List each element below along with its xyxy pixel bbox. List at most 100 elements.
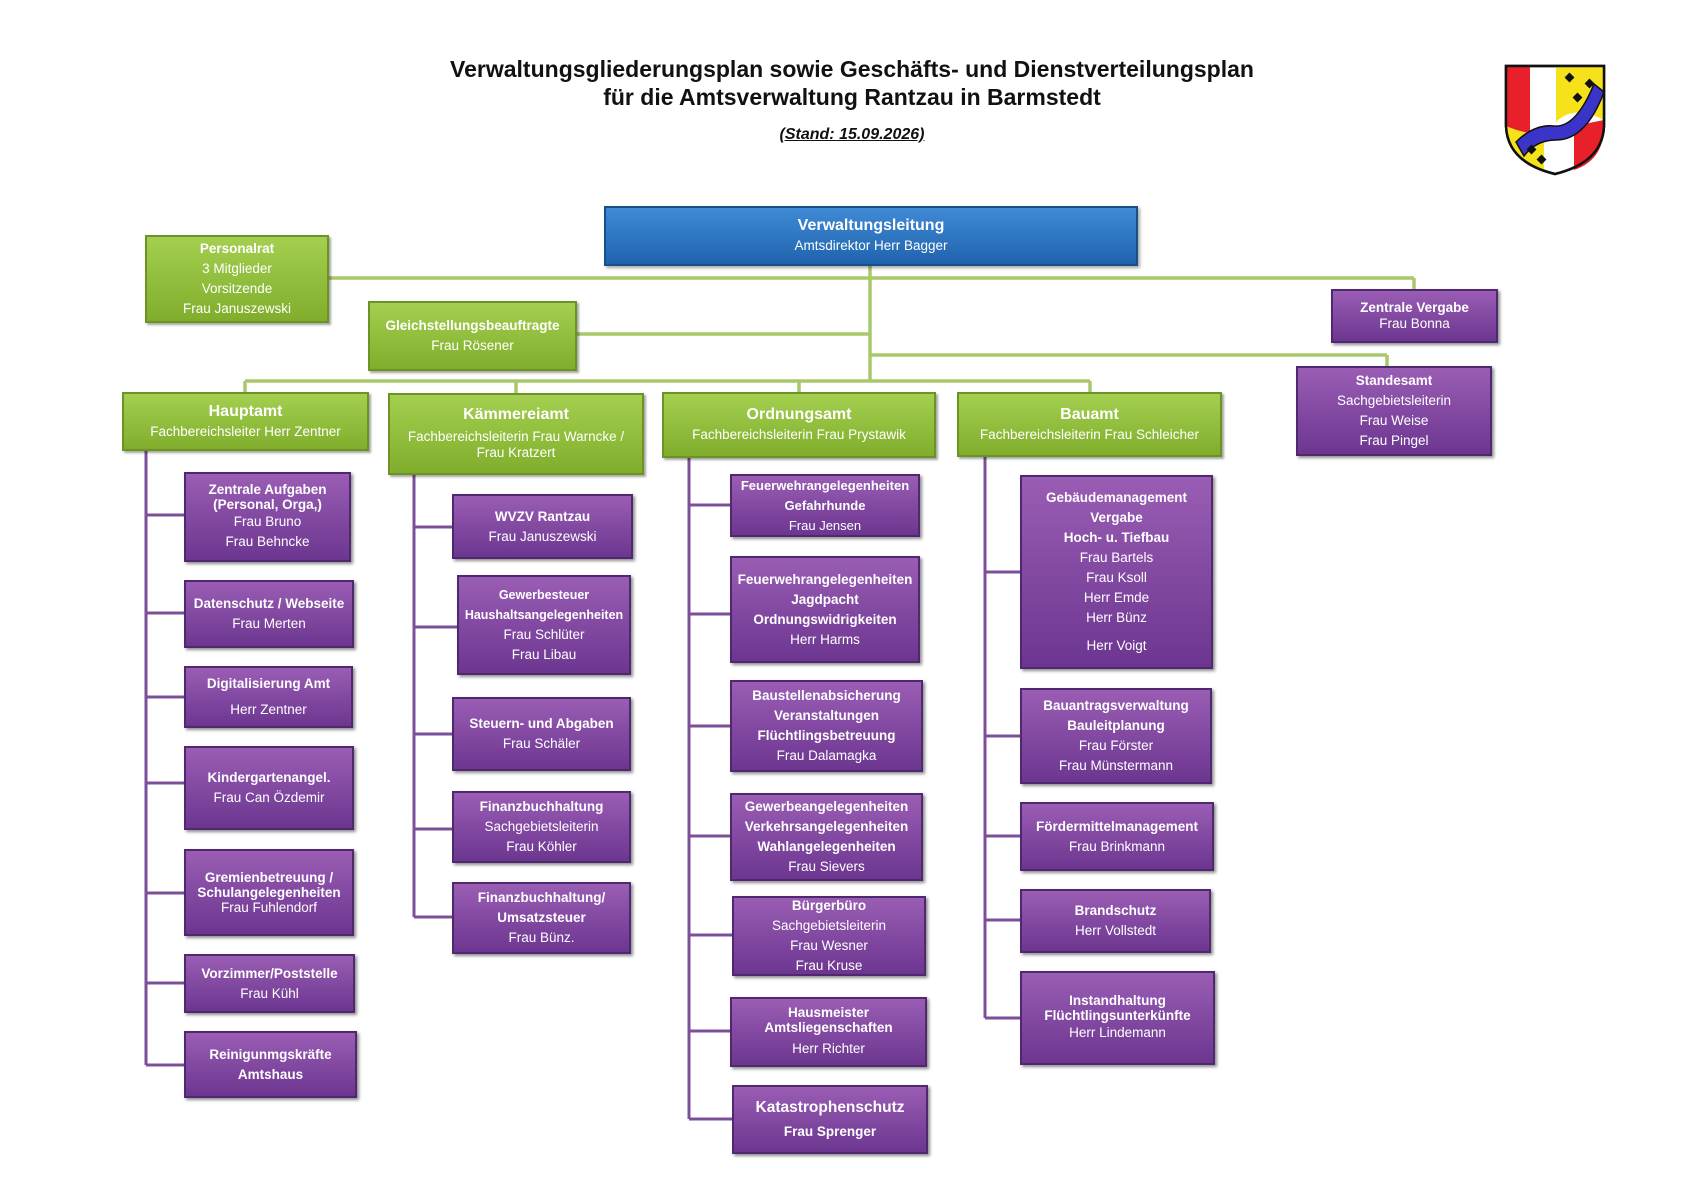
unit-title: Hoch- u. Tiefbau: [1063, 530, 1170, 545]
box-standesamt: Standesamt Sachgebietsleiterin Frau Weis…: [1296, 366, 1492, 456]
unit-title: Vergabe: [1090, 510, 1143, 525]
dept-ordnungsamt: Ordnungsamt Fachbereichsleiterin Frau Pr…: [662, 392, 936, 458]
dept-title: Ordnungsamt: [746, 406, 852, 423]
unit-buergerbuero: Bürgerbüro Sachgebietsleiterin Frau Wesn…: [732, 896, 926, 976]
dept-bauamt: Bauamt Fachbereichsleiterin Frau Schleic…: [957, 392, 1222, 457]
dept-head: Fachbereichsleiter Herr Zentner: [150, 423, 341, 439]
dept-kaemmereiamt: Kämmereiamt Fachbereichsleiterin Frau Wa…: [388, 393, 644, 475]
page-subtitle: für die Amtsverwaltung Rantzau in Barmst…: [603, 84, 1101, 110]
unit-title: Gewerbeangelegenheiten: [744, 799, 909, 814]
unit-person: Herr Voigt: [1086, 638, 1147, 653]
unit-title: Baustellenabsicherung: [752, 688, 901, 703]
unit-zentrale-aufgaben: Zentrale Aufgaben (Personal, Orga,) Frau…: [184, 472, 351, 562]
unit-title: Verkehrsangelegenheiten: [744, 819, 909, 834]
unit-title: Ordnungswidrigkeiten: [753, 611, 897, 627]
box-gleichstellung: Gleichstellungsbeauftragte Frau Rösener: [368, 301, 577, 371]
unit-person: Frau Schäler: [502, 736, 581, 751]
unit-title: Gefahrhunde: [784, 497, 866, 513]
unit-title: Feuerwehrangelegenheiten: [737, 571, 913, 587]
unit-person: Frau Bünz.: [508, 930, 575, 945]
unit-title: Bauleitplanung: [1067, 718, 1165, 733]
personalrat-line1: 3 Mitglieder: [202, 261, 272, 276]
unit-person: Frau Kruse: [795, 958, 863, 973]
unit-title: Flüchtlingsbetreuung: [757, 728, 896, 743]
unit-person: Frau Bruno: [233, 514, 302, 529]
unit-title: Gremienbetreuung /: [204, 870, 334, 885]
unit-person: Herr Lindemann: [1069, 1025, 1166, 1040]
unit-title: Bauantragsverwaltung: [1043, 698, 1189, 713]
dept-title: Bauamt: [1060, 405, 1119, 423]
unit-title: Steuern- und Abgaben: [469, 716, 614, 731]
zentrale-vergabe-title: Zentrale Vergabe: [1360, 300, 1469, 315]
unit-kindergarten: Kindergartenangel. Frau Can Özdemir: [184, 746, 354, 830]
standesamt-person1: Frau Weise: [1359, 413, 1429, 428]
unit-title: Kindergartenangel.: [207, 770, 331, 785]
unit-person: Frau Bartels: [1079, 550, 1154, 565]
unit-title: Haushaltsangelegenheiten: [464, 608, 624, 622]
unit-title: Instandhaltung: [1069, 993, 1166, 1008]
unit-person: Frau Brinkmann: [1068, 838, 1166, 854]
unit-digitalisierung: Digitalisierung Amt Herr Zentner: [184, 666, 353, 728]
unit-title: Wahlangelegenheiten: [757, 839, 896, 854]
dept-title: Kämmereiamt: [463, 406, 569, 423]
unit-title: Finanzbuchhaltung: [479, 799, 604, 814]
unit-person: Herr Bünz: [1086, 610, 1147, 625]
unit-person: Frau Sprenger: [783, 1123, 877, 1139]
unit-person: Frau Jensen: [788, 517, 862, 533]
unit-person: Frau Köhler: [506, 839, 577, 854]
unit-person: Sachgebietsleiterin: [771, 918, 887, 933]
unit-title: Vorzimmer/Poststelle: [201, 965, 338, 981]
unit-wvzv: WVZV Rantzau Frau Januszewski: [452, 494, 633, 559]
unit-person: Herr Emde: [1083, 590, 1150, 605]
unit-person: Herr Harms: [790, 631, 860, 647]
unit-person: Frau Libau: [511, 647, 577, 662]
unit-person: Frau Behncke: [225, 534, 310, 549]
standesamt-title: Standesamt: [1355, 373, 1433, 388]
unit-steuern-abgaben: Steuern- und Abgaben Frau Schäler: [452, 697, 631, 771]
verwaltungsleitung-title: Verwaltungsleitung: [797, 217, 945, 234]
unit-person: Frau Merten: [232, 616, 306, 631]
unit-bauantragsverwaltung: Bauantragsverwaltung Bauleitplanung Frau…: [1020, 688, 1212, 784]
unit-title: Feuerwehrangelegenheiten: [740, 477, 910, 493]
unit-title: Flüchtlingsunterkünfte: [1044, 1008, 1191, 1023]
unit-baustellenabsicherung: Baustellenabsicherung Veranstaltungen Fl…: [730, 680, 923, 772]
unit-title: Amtshaus: [237, 1066, 304, 1082]
unit-title: Jagdpacht: [791, 591, 859, 607]
unit-reinigungskraefte: Reinigunmgskräfte Amtshaus: [184, 1031, 357, 1098]
unit-title: Datenschutz / Webseite: [193, 596, 345, 611]
unit-finanzbuchhaltung-umsatzsteuer: Finanzbuchhaltung/ Umsatzsteuer Frau Bün…: [452, 882, 631, 954]
unit-title: Amtsliegenschaften: [764, 1020, 893, 1035]
unit-person: Frau Schlüter: [503, 627, 585, 642]
unit-vorzimmer: Vorzimmer/Poststelle Frau Kühl: [184, 954, 355, 1013]
unit-title: Katastrophenschutz: [755, 1098, 905, 1116]
dept-head: Fachbereichsleiterin Frau Prystawik: [692, 427, 906, 442]
unit-hausmeister: Hausmeister Amtsliegenschaften Herr Rich…: [730, 997, 927, 1067]
unit-title: Brandschutz: [1074, 903, 1157, 918]
unit-person: Frau Münstermann: [1058, 758, 1174, 773]
unit-title: WVZV Rantzau: [494, 508, 591, 524]
unit-title: Digitalisierung Amt: [206, 676, 331, 691]
unit-person: Frau Januszewski: [488, 528, 597, 544]
unit-person: Herr Zentner: [230, 702, 307, 717]
unit-title: Umsatzsteuer: [497, 910, 586, 925]
gleichstellung-person: Frau Rösener: [431, 338, 514, 353]
unit-brandschutz: Brandschutz Herr Vollstedt: [1020, 889, 1211, 953]
gleichstellung-title: Gleichstellungsbeauftragte: [385, 318, 560, 333]
unit-title: Gewerbesteuer: [498, 588, 590, 602]
unit-title: Schulangelegenheiten: [197, 885, 341, 900]
unit-gewerbesteuer: Gewerbesteuer Haushaltsangelegenheiten F…: [457, 575, 631, 675]
unit-title: Zentrale Aufgaben: [208, 482, 327, 497]
unit-title: (Personal, Orga,): [213, 497, 322, 512]
dept-head: Fachbereichsleiterin Frau Schleicher: [979, 426, 1200, 442]
box-personalrat: Personalrat 3 Mitglieder Vorsitzende Fra…: [145, 235, 329, 323]
dept-head: Fachbereichsleiterin Frau Warncke / Frau…: [407, 429, 625, 460]
unit-title: Hausmeister: [787, 1005, 870, 1020]
dept-title: Hauptamt: [208, 402, 283, 420]
unit-person: Frau Dalamagka: [776, 748, 877, 763]
unit-feuerwehr-gefahrhunde: Feuerwehrangelegenheiten Gefahrhunde Fra…: [730, 474, 920, 537]
standesamt-role: Sachgebietsleiterin: [1336, 393, 1452, 408]
personalrat-line3: Frau Januszewski: [182, 301, 292, 316]
box-verwaltungsleitung: Verwaltungsleitung Amtsdirektor Herr Bag…: [604, 206, 1138, 266]
unit-person: Herr Richter: [792, 1041, 865, 1056]
